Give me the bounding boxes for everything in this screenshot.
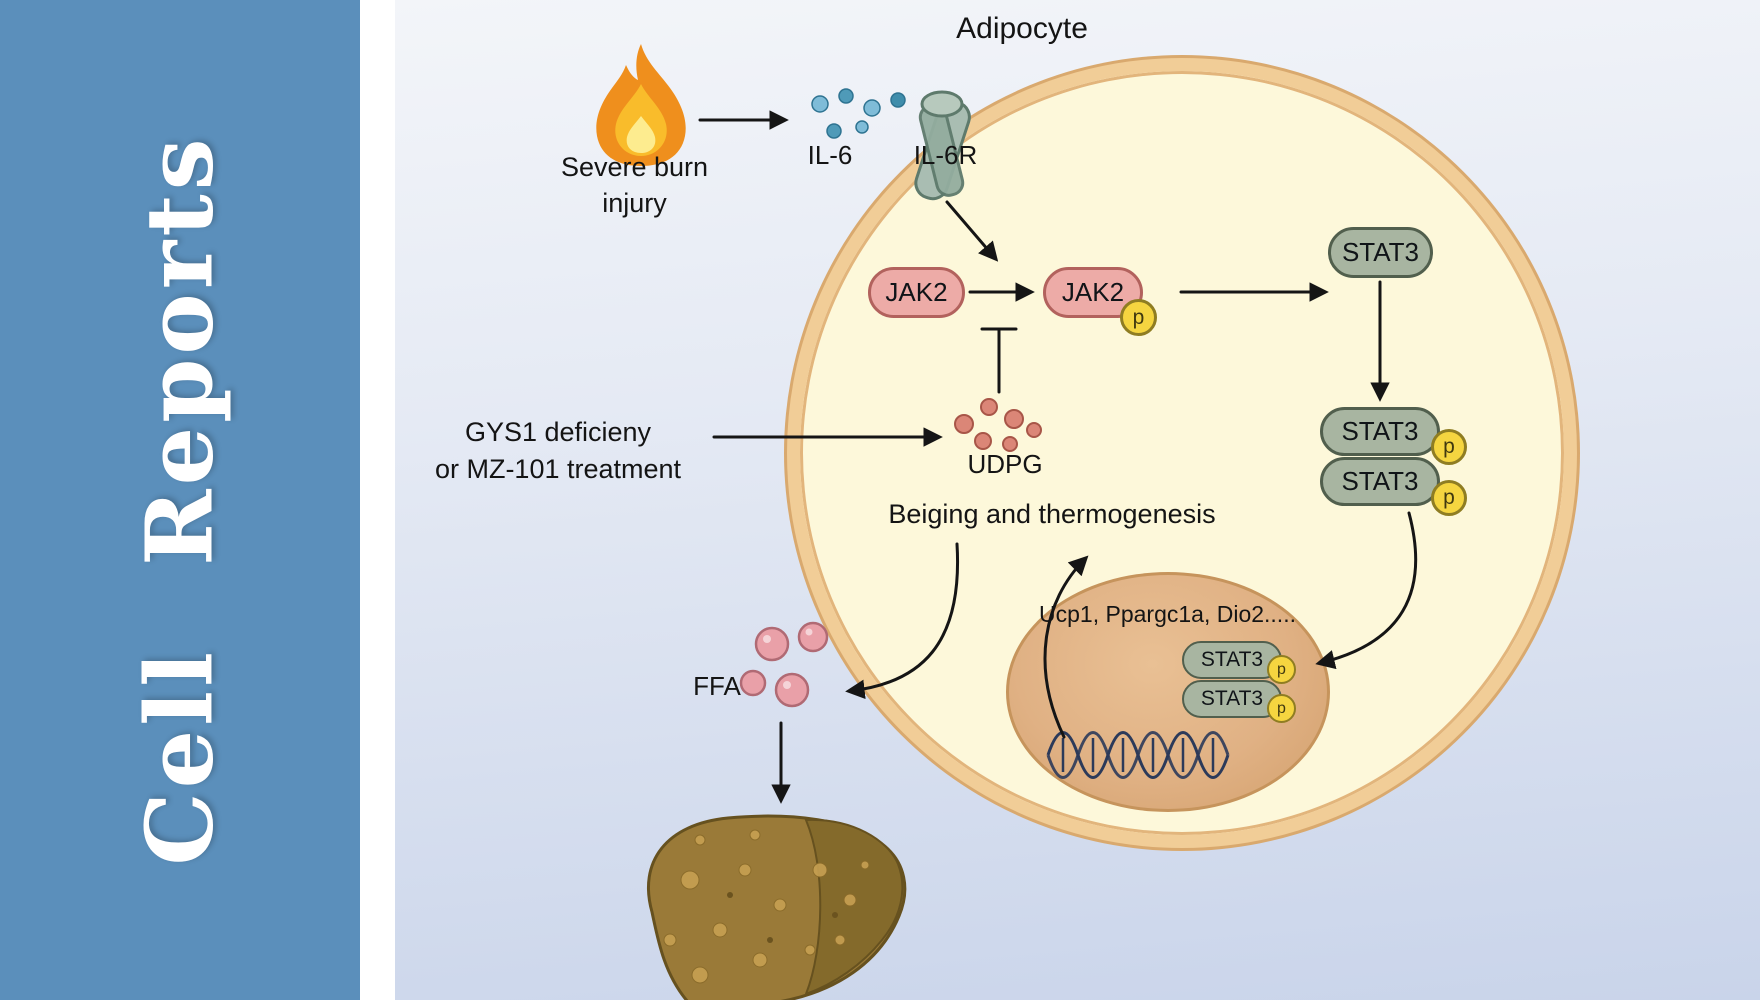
severe-burn-line1: Severe burn bbox=[560, 152, 709, 182]
ffa-label: FFA bbox=[693, 671, 741, 701]
dna-icon bbox=[1046, 731, 1230, 779]
intervention-line1: GYS1 deficieny bbox=[464, 417, 652, 447]
intervention-label: GYS1 deficieny or MZ-101 treatment bbox=[408, 414, 708, 488]
stat3-phospho-box-1: STAT3 bbox=[1320, 407, 1440, 456]
inhibition-bar-udpg-jak2 bbox=[980, 327, 1018, 394]
adipocyte-label: Adipocyte bbox=[956, 12, 1088, 45]
nucleus-stat3-box-1: STAT3 bbox=[1182, 641, 1282, 679]
arrow-beiging-to-ffa bbox=[845, 542, 960, 700]
fire-icon bbox=[596, 44, 686, 166]
nucleus-phospho-badge-2: p bbox=[1267, 694, 1296, 723]
jak2-phospho-box: JAK2 bbox=[1043, 267, 1143, 318]
ffa-dots-icon bbox=[739, 621, 829, 708]
arrow-il6r-to-jak2 bbox=[945, 200, 999, 262]
liver-icon bbox=[646, 814, 907, 1000]
journal-sidebar: Cell Reports bbox=[0, 0, 360, 1000]
il6r-receptor-icon bbox=[914, 90, 971, 201]
il6r-label: IL-6R bbox=[913, 140, 978, 170]
jak2-box: JAK2 bbox=[868, 267, 965, 318]
beiging-label: Beiging and thermogenesis bbox=[888, 499, 1216, 529]
il6-label: IL-6 bbox=[807, 140, 853, 170]
severe-burn-label: Severe burn injury bbox=[512, 149, 757, 221]
arrow-stat3p-to-nucleus bbox=[1315, 511, 1418, 670]
il6-dots-icon bbox=[811, 88, 906, 139]
udpg-dots-icon bbox=[954, 398, 1042, 452]
nucleus-stat3-box-2: STAT3 bbox=[1182, 680, 1282, 718]
genes-label: Ucp1, Ppargc1a, Dio2..... bbox=[1039, 601, 1296, 627]
udpg-label: UDPG bbox=[967, 449, 1043, 479]
severe-burn-line2: injury bbox=[602, 188, 667, 218]
arrow-dna-to-beiging bbox=[1043, 555, 1089, 739]
stat3-phospho-box-2: STAT3 bbox=[1320, 457, 1440, 506]
stat3-phospho-badge-2: p bbox=[1431, 480, 1467, 516]
intervention-line2: or MZ-101 treatment bbox=[434, 454, 682, 484]
stat3-phospho-badge-1: p bbox=[1431, 429, 1467, 465]
nucleus-phospho-badge-1: p bbox=[1267, 655, 1296, 684]
stat3-box: STAT3 bbox=[1328, 227, 1433, 278]
jak2-phospho-badge: p bbox=[1120, 299, 1157, 336]
